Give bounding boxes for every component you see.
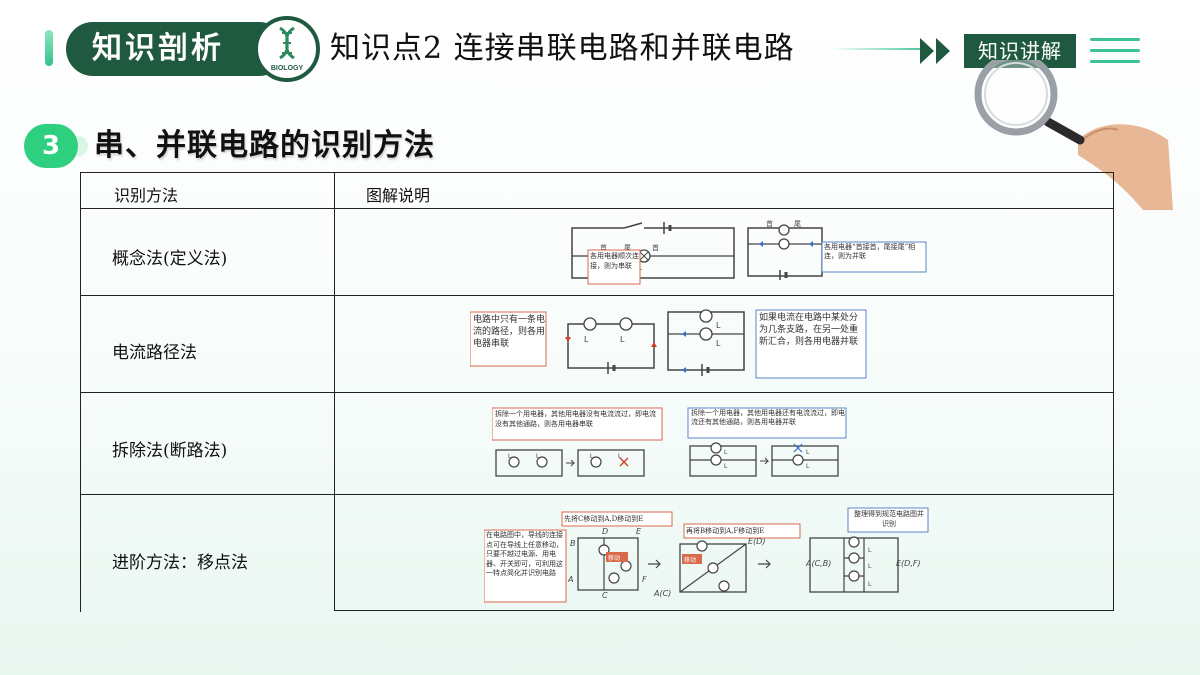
svg-text:L: L [584, 335, 589, 344]
dna-icon: BIOLOGY [271, 26, 304, 72]
method-current-path: 电流路径法 [112, 343, 197, 363]
lamp-icon [536, 456, 548, 468]
svg-text:F: F [642, 575, 647, 584]
svg-text:L: L [590, 453, 594, 460]
lamp-icon [707, 562, 719, 574]
svg-text:A: A [567, 575, 573, 584]
svg-text:L: L [508, 453, 512, 460]
svg-text:BIOLOGY: BIOLOGY [271, 65, 304, 72]
section-number: 3 [24, 124, 88, 168]
lamp-icon [718, 580, 730, 592]
lamp-icon [710, 454, 722, 466]
section-title: 串、并联电路的识别方法 [94, 128, 435, 163]
move-point-diagram: 在电路图中，导线的连接点可在导线上任意移动，只要不越过电源、用电器、开关即可，可… [484, 506, 938, 604]
column-header-method: 识别方法 [114, 186, 179, 205]
lamp-icon [792, 454, 804, 466]
svg-text:A(C,B): A(C,B) [805, 559, 831, 568]
svg-text:移动: 移动 [684, 556, 696, 564]
svg-text:L: L [806, 449, 810, 456]
svg-text:L: L [724, 449, 728, 456]
menu-lines-icon [1090, 38, 1140, 64]
header-badge-bg [66, 22, 286, 76]
svg-text:E(D,F): E(D,F) [896, 559, 921, 568]
lamp-icon [778, 224, 790, 236]
svg-text:尾: 尾 [794, 220, 801, 228]
svg-text:L: L [868, 547, 872, 554]
current-path-diagram: 电路中只有一条电流的路径，则各用电器串联 L L L L 如果电流在电路中某处分… [470, 308, 870, 380]
svg-text:首: 首 [652, 243, 659, 252]
svg-text:L: L [806, 463, 810, 470]
method-table: 识别方法 图解说明 概念法(定义法) 电流路径法 拆除法(断路法) 进阶方法：移… [80, 172, 1114, 612]
svg-text:首: 首 [600, 243, 607, 252]
svg-text:L: L [868, 563, 872, 570]
svg-text:L: L [716, 339, 721, 348]
lamp-icon [590, 456, 602, 468]
removal-diagram: 拆除一个用电器，其他用电器没有电流流过，即电流没有其他通路，则各用电器串联 L … [492, 406, 940, 480]
column-header-diagram: 图解说明 [366, 186, 431, 205]
lamp-icon [848, 536, 860, 548]
svg-text:首: 首 [766, 220, 773, 228]
svg-text:L: L [536, 453, 540, 460]
header-accent-bar [45, 30, 53, 66]
svg-text:L: L [724, 463, 728, 470]
magnifier-icon [974, 60, 1173, 210]
svg-text:C: C [602, 591, 608, 600]
svg-text:A(C): A(C) [653, 589, 671, 598]
method-definition: 概念法(定义法) [112, 249, 228, 269]
header-badge: 知识剖析 [92, 31, 224, 66]
svg-text:E: E [636, 527, 642, 536]
definition-diagram: 首 尾 首 L L 各用电器顺次连接，则为串联 首 尾 各用电器“首接首，尾接尾… [504, 220, 944, 286]
svg-text:尾: 尾 [624, 244, 631, 252]
lamp-icon [696, 540, 708, 552]
lamp-icon [848, 570, 860, 582]
svg-text:L: L [618, 453, 622, 460]
svg-text:移动: 移动 [608, 554, 620, 562]
method-removal: 拆除法(断路法) [112, 441, 228, 461]
method-move-point: 进阶方法：移点法 [112, 553, 248, 573]
lamp-icon [508, 456, 520, 468]
svg-text:L: L [620, 335, 625, 344]
svg-text:B: B [570, 539, 576, 548]
lamp-icon [608, 572, 620, 584]
lamp-icon [778, 238, 790, 250]
svg-text:E(D): E(D) [748, 537, 765, 546]
lamp-icon [699, 327, 713, 341]
svg-text:D: D [602, 527, 608, 536]
svg-text:L: L [716, 321, 721, 330]
lamp-icon [848, 552, 860, 564]
lamp-icon [699, 309, 713, 323]
lamp-icon [710, 442, 722, 454]
header-divider [830, 48, 930, 50]
svg-text:L: L [868, 581, 872, 588]
lamp-icon [619, 317, 633, 331]
double-chevron-icon [920, 38, 950, 64]
lamp-icon [583, 317, 597, 331]
page-title: 知识点2 连接串联电路和并联电路 [330, 31, 795, 66]
lamp-icon [620, 560, 632, 572]
biology-logo: BIOLOGY [254, 16, 320, 82]
